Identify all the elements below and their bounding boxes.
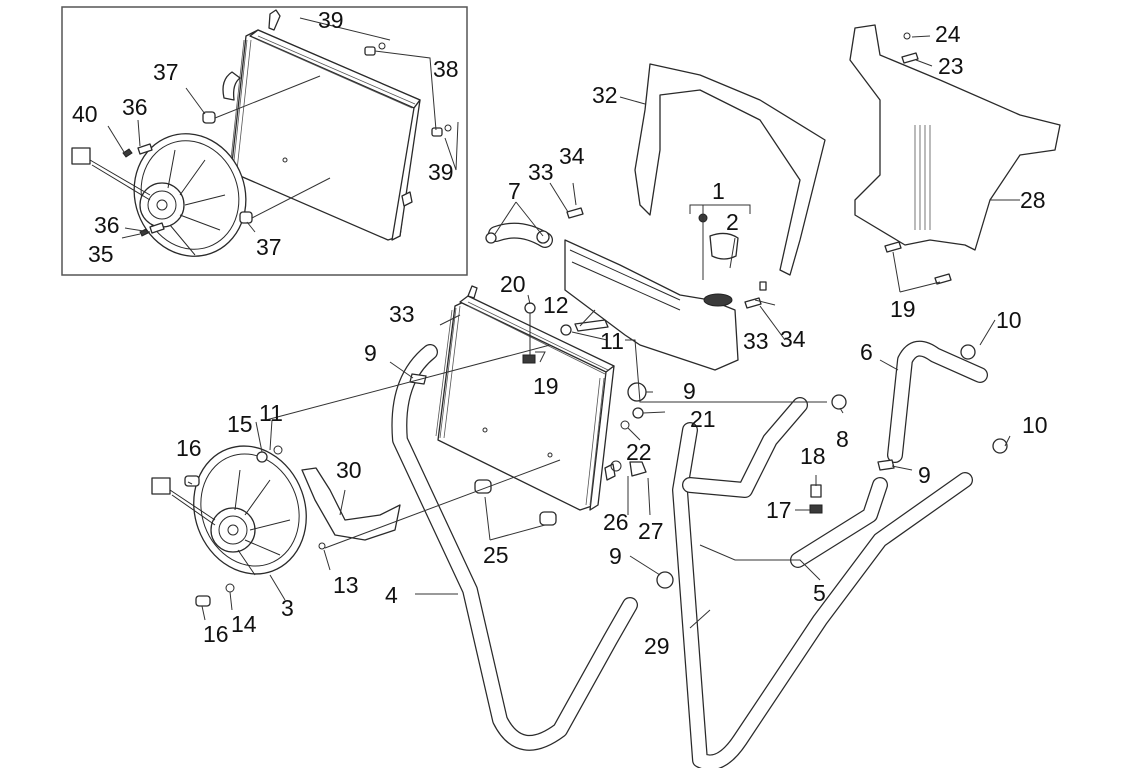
label-9: 9 (364, 340, 377, 366)
label-2: 2 (726, 209, 739, 235)
label-37: 37 (256, 234, 282, 260)
label-21: 21 (690, 406, 716, 432)
label-30: 30 (336, 457, 362, 483)
label-15: 15 (227, 411, 253, 437)
label-9: 9 (683, 378, 696, 404)
label-33: 33 (389, 301, 415, 327)
inset-radiator (222, 9, 421, 241)
shroud-grille (914, 125, 931, 230)
label-11: 11 (259, 400, 283, 426)
label-24: 24 (935, 21, 961, 47)
main-radiator (435, 285, 616, 511)
label-34: 34 (559, 143, 585, 169)
label-22: 22 (626, 439, 652, 465)
label-19: 19 (533, 373, 559, 399)
label-9: 9 (609, 543, 622, 569)
main-fan (151, 445, 326, 607)
label-16: 16 (176, 435, 202, 461)
label-23: 23 (938, 53, 964, 79)
label-29: 29 (644, 633, 670, 659)
label-36: 36 (122, 94, 148, 120)
label-16: 16 (203, 621, 229, 647)
label-5: 5 (813, 580, 826, 606)
label-20: 20 (500, 271, 526, 297)
shroud-right (849, 24, 1061, 251)
label-8: 8 (836, 426, 849, 452)
leader-lines (187, 35, 1020, 629)
label-14: 14 (231, 611, 257, 637)
label-17: 17 (766, 497, 792, 523)
shroud-left (634, 63, 826, 276)
label-33: 33 (743, 328, 769, 354)
label-4: 4 (385, 582, 398, 608)
label-38: 38 (433, 56, 459, 82)
label-1: 1 (712, 178, 725, 204)
label-6: 6 (860, 339, 873, 365)
label-7: 7 (508, 178, 521, 204)
label-25: 25 (483, 542, 509, 568)
inset-frame (61, 6, 468, 276)
label-13: 13 (333, 572, 359, 598)
label-11: 11 (600, 328, 624, 354)
expansion-tank (564, 213, 739, 371)
bracket (301, 467, 401, 541)
grommets (474, 479, 557, 526)
label-26: 26 (603, 509, 629, 535)
fasteners (409, 32, 1008, 589)
label-10: 10 (1022, 412, 1048, 438)
label-39: 39 (318, 7, 344, 33)
label-19: 19 (890, 296, 916, 322)
label-37: 37 (153, 59, 179, 85)
part-labels: 39 38 39 37 37 40 36 36 35 32 34 33 7 1 … (72, 7, 1048, 659)
label-32: 32 (592, 82, 618, 108)
label-28: 28 (1020, 187, 1046, 213)
label-40: 40 (72, 101, 98, 127)
label-34: 34 (780, 326, 806, 352)
label-10: 10 (996, 307, 1022, 333)
label-18: 18 (800, 443, 826, 469)
inset-leader-lines (107, 17, 459, 239)
label-27: 27 (638, 518, 664, 544)
label-35: 35 (88, 241, 114, 267)
label-33: 33 (528, 159, 554, 185)
label-3: 3 (281, 595, 294, 621)
label-12: 12 (543, 292, 569, 318)
label-9: 9 (918, 462, 931, 488)
label-39: 39 (428, 159, 454, 185)
label-36: 36 (94, 212, 120, 238)
